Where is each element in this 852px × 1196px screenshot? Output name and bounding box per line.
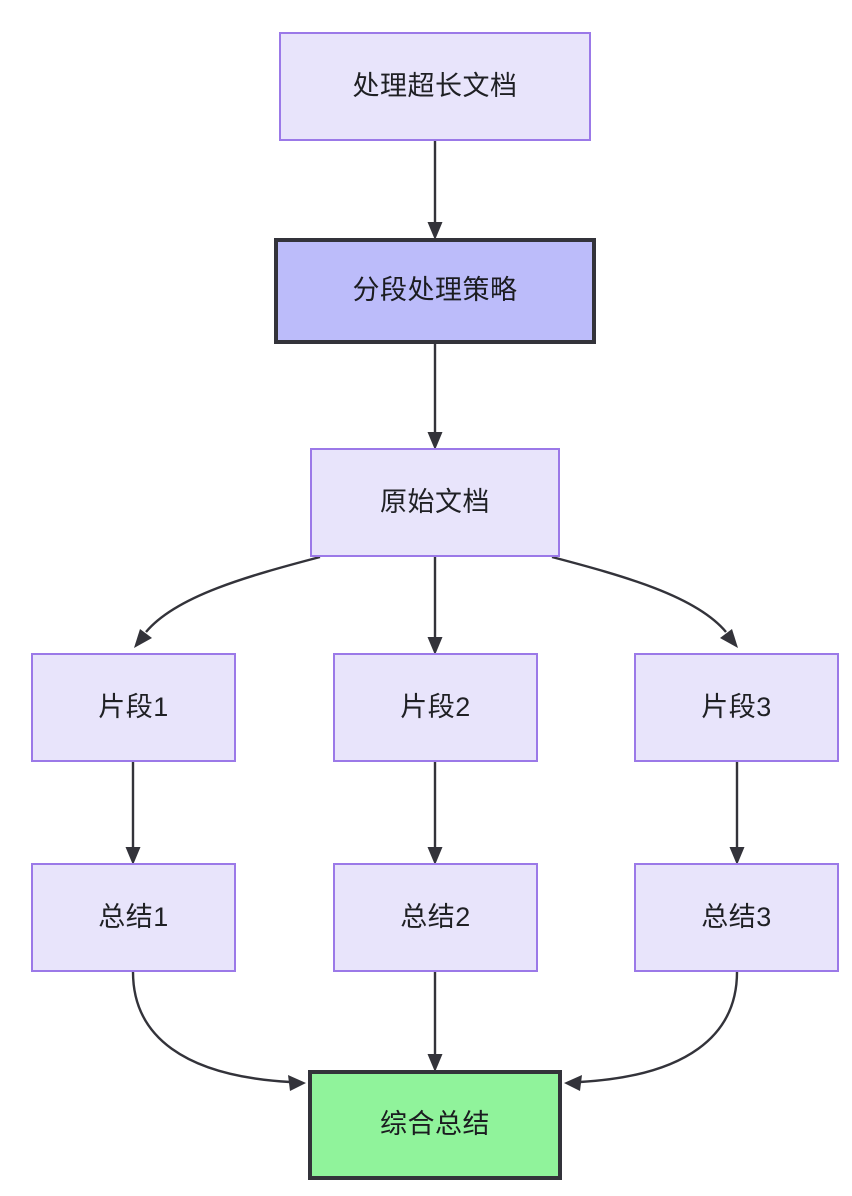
node-summary-3[interactable]: 总结3: [634, 863, 839, 972]
edge-source-to-segment3: [551, 555, 738, 648]
node-segment-3[interactable]: 片段3: [634, 653, 839, 762]
edge-summary1-to-final: [131, 971, 306, 1091]
node-label-summary-3: 总结3: [701, 901, 772, 932]
edge-strategy-to-source: [427, 344, 443, 450]
edge-segment2-to-summary2: [427, 762, 443, 865]
node-label-long-document: 处理超长文档: [352, 70, 518, 101]
node-source-document[interactable]: 原始文档: [310, 448, 560, 557]
node-long-document[interactable]: 处理超长文档: [279, 32, 591, 141]
node-label-summary-1: 总结1: [98, 901, 169, 932]
node-segment-1[interactable]: 片段1: [31, 653, 236, 762]
node-label-segment-2: 片段2: [400, 691, 471, 722]
edge-source-to-segment2: [427, 557, 443, 655]
node-label-segment-3: 片段3: [701, 691, 772, 722]
node-label-chunking-strategy: 分段处理策略: [352, 275, 518, 306]
node-label-summary-2: 总结2: [400, 901, 471, 932]
node-final-summary[interactable]: 综合总结: [308, 1070, 562, 1180]
node-segment-2[interactable]: 片段2: [333, 653, 538, 762]
edge-longdoc-to-strategy: [427, 141, 443, 240]
edge-summary2-to-final: [427, 972, 443, 1072]
node-label-segment-1: 片段1: [98, 691, 169, 722]
edge-segment3-to-summary3: [729, 762, 745, 865]
edge-segment1-to-summary1: [125, 762, 141, 865]
edge-source-to-segment1: [134, 555, 321, 648]
node-label-source-document: 原始文档: [380, 486, 490, 517]
node-chunking-strategy[interactable]: 分段处理策略: [274, 238, 596, 344]
node-summary-2[interactable]: 总结2: [333, 863, 538, 972]
edge-summary3-to-final: [564, 971, 739, 1091]
node-label-final-summary: 综合总结: [380, 1109, 490, 1140]
node-summary-1[interactable]: 总结1: [31, 863, 236, 972]
